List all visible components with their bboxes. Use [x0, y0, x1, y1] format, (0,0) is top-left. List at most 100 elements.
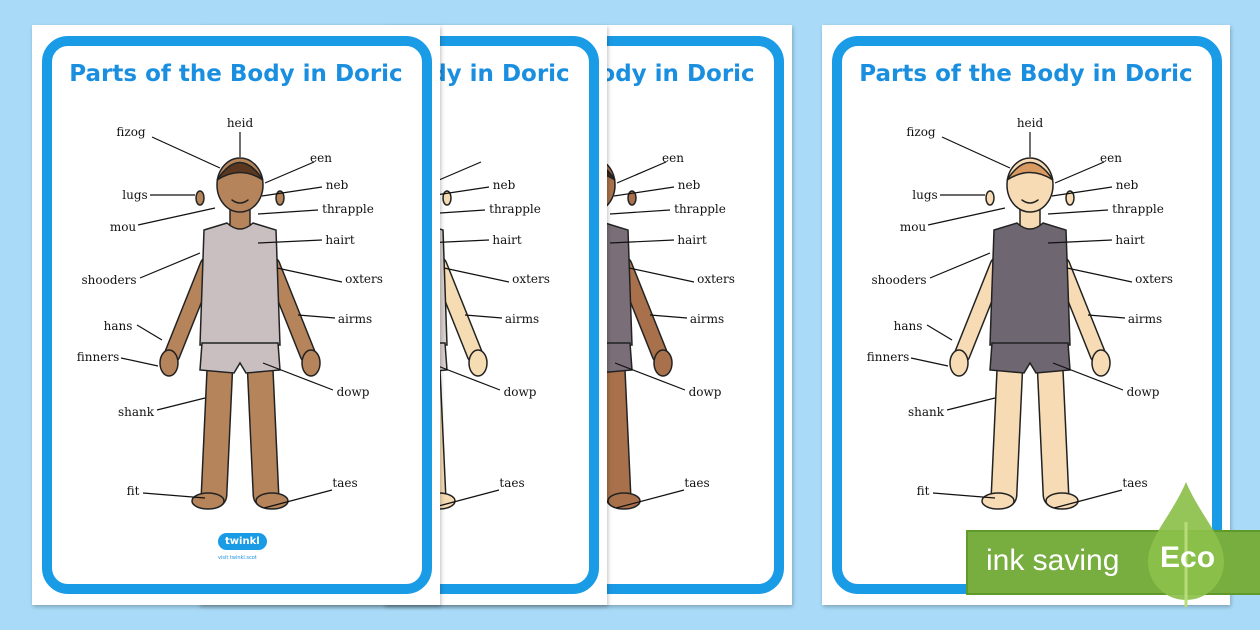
label-pointer-line: [261, 186, 323, 197]
poster-title: Parts of the Body in Doric: [859, 61, 1193, 87]
label-pointer-line: [649, 314, 688, 319]
label-pointer-line: [431, 161, 482, 184]
label-pointer-line: [136, 324, 163, 341]
body-part-label-hairt: hairt: [492, 233, 522, 247]
body-part-label-airms: airms: [337, 312, 373, 326]
label-pointer-line: [297, 314, 336, 319]
label-pointer-line: [1051, 186, 1113, 197]
label-pointer-line: [443, 267, 510, 283]
body-part-label-oxters: oxters: [512, 272, 550, 286]
body-part-label-hans: hans: [103, 319, 133, 333]
label-pointer-line: [609, 209, 671, 215]
body-part-label-dowp: dowp: [336, 385, 370, 399]
body-part-label-heid: heid: [1016, 116, 1044, 130]
label-pointer-line: [263, 489, 333, 509]
label-pointer-line: [1066, 267, 1133, 283]
body-part-label-neb: neb: [492, 178, 516, 192]
body-part-label-een: een: [662, 151, 684, 165]
body-part-label-shank: shank: [117, 405, 155, 419]
body-part-label-shooders: shooders: [81, 273, 137, 287]
body-part-label-hans: hans: [893, 319, 923, 333]
body-part-label-fizog: fizog: [116, 125, 146, 139]
body-part-label-neb: neb: [677, 178, 701, 192]
body-part-label-fizog: fizog: [906, 125, 936, 139]
poster-1: Parts of the Body in Doric heid fizog een l…: [32, 25, 440, 605]
label-pointer-line: [614, 362, 686, 391]
body-part-label-dowp: dowp: [1126, 385, 1160, 399]
label-pointer-line: [139, 252, 201, 279]
label-pointer-line: [257, 209, 319, 215]
label-pointer-line: [429, 362, 501, 391]
leaf-icon: [1148, 482, 1224, 607]
label-pointer-line: [946, 397, 996, 411]
label-pointer-line: [262, 362, 334, 391]
body-part-label-hairt: hairt: [677, 233, 707, 247]
body-part-label-fit: fit: [126, 484, 140, 498]
poster-title: Parts of the Body in Doric: [69, 61, 403, 87]
label-pointer-line: [910, 357, 949, 367]
label-pointer-line: [142, 492, 206, 499]
label-pointer-line: [120, 357, 159, 367]
label-pointer-line: [609, 239, 675, 244]
label-pointer-line: [932, 492, 996, 499]
body-part-label-oxters: oxters: [345, 272, 383, 286]
body-part-label-neb: neb: [1115, 178, 1139, 192]
label-pointer-line: [1053, 489, 1123, 509]
label-pointer-line: [1052, 362, 1124, 391]
label-pointer-line: [927, 207, 1006, 226]
body-part-label-lugs: lugs: [912, 188, 938, 202]
body-part-label-neb: neb: [325, 178, 349, 192]
body-part-label-lugs: lugs: [122, 188, 148, 202]
body-part-label-finners: finners: [76, 350, 120, 364]
body-part-label-finners: finners: [866, 350, 910, 364]
label-pointer-line: [1087, 314, 1126, 319]
body-part-label-hairt: hairt: [325, 233, 355, 247]
label-pointer-line: [464, 314, 503, 319]
label-pointer-line: [929, 252, 991, 279]
label-pointer-line: [1054, 161, 1105, 184]
body-part-label-airms: airms: [1127, 312, 1163, 326]
body-part-label-taes: taes: [1122, 476, 1148, 490]
label-pointer-line: [1047, 209, 1109, 215]
body-figure: [910, 132, 1133, 510]
label-pointer-line: [1047, 239, 1113, 244]
body-part-label-taes: taes: [499, 476, 525, 490]
body-part-label-taes: taes: [332, 476, 358, 490]
body-part-label-taes: taes: [684, 476, 710, 490]
ink-saving-text: ink saving: [986, 544, 1120, 577]
body-part-label-hairt: hairt: [1115, 233, 1145, 247]
label-pointer-line: [137, 207, 216, 226]
label-pointer-line: [430, 489, 500, 509]
label-pointer-line: [941, 136, 1011, 169]
body-part-label-thrapple: thrapple: [489, 202, 541, 216]
label-pointer-line: [264, 161, 315, 184]
label-pointer-line: [615, 489, 685, 509]
body-part-label-een: een: [310, 151, 332, 165]
body-part-label-dowp: dowp: [688, 385, 722, 399]
body-part-label-fit: fit: [916, 484, 930, 498]
label-pointer-line: [926, 324, 953, 341]
body-part-label-thrapple: thrapple: [674, 202, 726, 216]
body-part-label-oxters: oxters: [1135, 272, 1173, 286]
body-part-label-thrapple: thrapple: [322, 202, 374, 216]
label-pointer-line: [628, 267, 695, 283]
body-part-label-airms: airms: [504, 312, 540, 326]
eco-label: Eco: [1160, 541, 1216, 574]
label-pointer-line: [616, 161, 667, 184]
body-part-label-thrapple: thrapple: [1112, 202, 1164, 216]
label-pointer-line: [156, 397, 206, 411]
body-part-label-airms: airms: [689, 312, 725, 326]
body-figure: [120, 132, 343, 510]
label-pointer-line: [613, 186, 675, 197]
body-part-label-mou: mou: [109, 220, 137, 234]
body-part-label-shank: shank: [907, 405, 945, 419]
body-part-label-een: een: [1100, 151, 1122, 165]
body-part-label-dowp: dowp: [503, 385, 537, 399]
body-part-label-oxters: oxters: [697, 272, 735, 286]
poster-4: Parts of the Body in Doric heid fizog een l…: [822, 25, 1230, 605]
label-pointer-line: [257, 239, 323, 244]
body-part-label-shooders: shooders: [871, 273, 927, 287]
label-pointer-line: [151, 136, 221, 169]
body-part-label-heid: heid: [226, 116, 254, 130]
twinkl-url: visit twinkl.scot: [218, 555, 257, 561]
